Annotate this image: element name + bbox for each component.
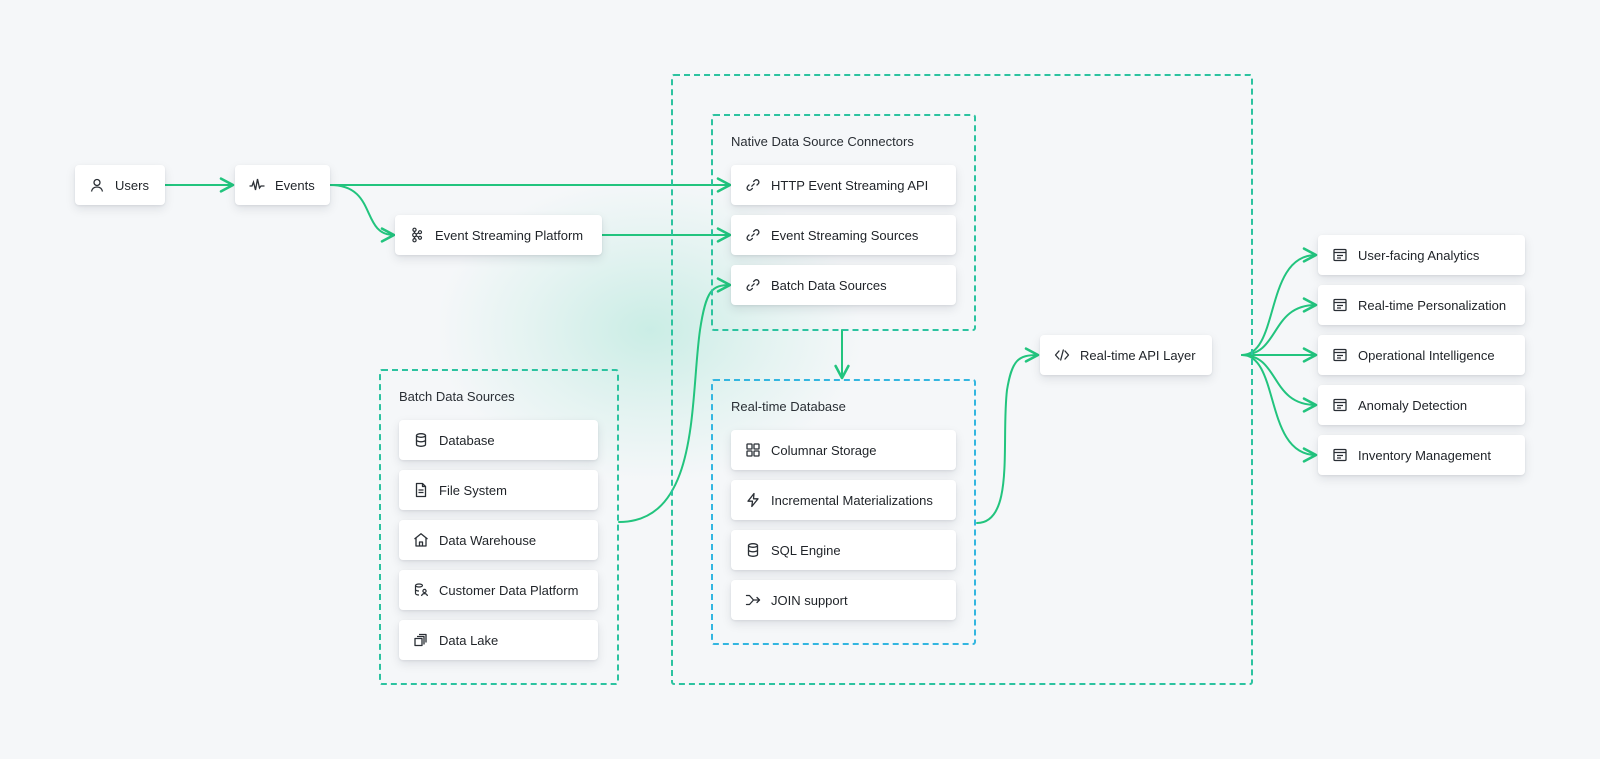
db-item-label: SQL Engine <box>771 542 841 558</box>
events-node[interactable]: Events <box>235 165 330 205</box>
output-user-facing-analytics[interactable]: User-facing Analytics <box>1318 235 1525 275</box>
db-item-label: Incremental Materializations <box>771 492 933 508</box>
arrow-api-out-4 <box>1241 354 1318 413</box>
users-node[interactable]: Users <box>75 165 165 205</box>
realtime-api-layer-node[interactable]: Real-time API Layer <box>1040 335 1212 375</box>
browser-window-icon <box>1332 297 1348 313</box>
connector-label: HTTP Event Streaming API <box>771 177 929 193</box>
arrow-api-out-2 <box>1241 297 1318 356</box>
link-icon <box>745 277 761 293</box>
output-label: User-facing Analytics <box>1358 247 1480 263</box>
platform-boundary <box>671 74 1253 685</box>
batch-item-label: Database <box>439 432 495 448</box>
db-columnar-storage[interactable]: Columnar Storage <box>731 430 956 470</box>
database-icon <box>745 542 761 558</box>
db-join-support[interactable]: JOIN support <box>731 580 956 620</box>
event-streaming-platform-node[interactable]: Event Streaming Platform <box>395 215 602 255</box>
native-connectors-title: Native Data Source Connectors <box>731 134 914 149</box>
output-label: Operational Intelligence <box>1358 347 1495 363</box>
connector-http-event-streaming-api[interactable]: HTTP Event Streaming API <box>731 165 956 205</box>
database-icon <box>413 432 429 448</box>
browser-window-icon <box>1332 397 1348 413</box>
event-streaming-platform-label: Event Streaming Platform <box>435 227 584 243</box>
connector-event-streaming-sources[interactable]: Event Streaming Sources <box>731 215 956 255</box>
arrow-events-platform <box>329 184 396 243</box>
arrow-database-api <box>976 347 1040 524</box>
batch-item-label: Data Lake <box>439 632 499 648</box>
batch-customer-data-platform[interactable]: Customer Data Platform <box>399 570 598 610</box>
batch-data-warehouse[interactable]: Data Warehouse <box>399 520 598 560</box>
code-icon <box>1054 347 1070 363</box>
connector-label: Batch Data Sources <box>771 277 887 293</box>
batch-item-label: Customer Data Platform <box>439 582 579 598</box>
output-label: Anomaly Detection <box>1358 397 1468 413</box>
output-realtime-personalization[interactable]: Real-time Personalization <box>1318 285 1525 325</box>
db-item-label: JOIN support <box>771 592 848 608</box>
batch-database[interactable]: Database <box>399 420 598 460</box>
user-icon <box>89 177 105 193</box>
data-lake-icon <box>413 632 429 648</box>
realtime-database-group <box>711 379 976 645</box>
signal-waveform-icon <box>249 177 265 193</box>
users-label: Users <box>115 177 149 193</box>
output-label: Inventory Management <box>1358 447 1491 463</box>
db-incremental-materializations[interactable]: Incremental Materializations <box>731 480 956 520</box>
output-inventory-management[interactable]: Inventory Management <box>1318 435 1525 475</box>
cdp-icon <box>413 582 429 598</box>
file-icon <box>413 482 429 498</box>
join-arrow-icon <box>745 592 761 608</box>
link-icon <box>745 227 761 243</box>
connector-batch-data-sources[interactable]: Batch Data Sources <box>731 265 956 305</box>
batch-item-label: File System <box>439 482 507 498</box>
grid-icon <box>745 442 761 458</box>
db-sql-engine[interactable]: SQL Engine <box>731 530 956 570</box>
output-anomaly-detection[interactable]: Anomaly Detection <box>1318 385 1525 425</box>
browser-window-icon <box>1332 447 1348 463</box>
batch-file-system[interactable]: File System <box>399 470 598 510</box>
link-icon <box>745 177 761 193</box>
browser-window-icon <box>1332 347 1348 363</box>
native-connectors-group <box>711 114 976 331</box>
lightning-icon <box>745 492 761 508</box>
realtime-api-layer-label: Real-time API Layer <box>1080 347 1196 363</box>
batch-sources-group <box>379 369 619 685</box>
warehouse-icon <box>413 532 429 548</box>
batch-sources-title: Batch Data Sources <box>399 389 515 404</box>
batch-item-label: Data Warehouse <box>439 532 537 548</box>
batch-data-lake[interactable]: Data Lake <box>399 620 598 660</box>
arrow-api-out-5 <box>1241 354 1318 463</box>
browser-window-icon <box>1332 247 1348 263</box>
connector-label: Event Streaming Sources <box>771 227 919 243</box>
db-item-label: Columnar Storage <box>771 442 877 458</box>
output-operational-intelligence[interactable]: Operational Intelligence <box>1318 335 1525 375</box>
realtime-database-title: Real-time Database <box>731 399 846 414</box>
arrow-api-out-1 <box>1241 247 1318 356</box>
events-label: Events <box>275 177 315 193</box>
kafka-icon <box>409 227 425 243</box>
output-label: Real-time Personalization <box>1358 297 1507 313</box>
